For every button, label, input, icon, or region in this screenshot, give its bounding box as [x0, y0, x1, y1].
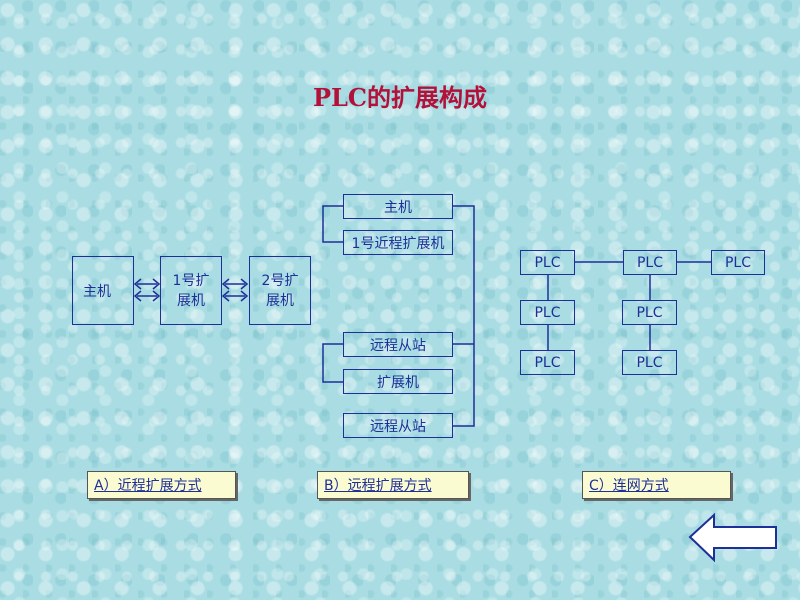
plc-node-5-label: PLC	[636, 304, 663, 321]
ext-unit-b: 扩展机	[343, 369, 453, 394]
caption-link-a-label: A）近程扩展方式	[94, 478, 202, 494]
near-ext-unit-label: 1号近程扩展机	[351, 235, 445, 252]
ext-unit-1-label: 1号扩 展机	[172, 272, 210, 309]
caption-link-c[interactable]: C）连网方式	[582, 471, 731, 499]
main-unit-a: 主机	[72, 256, 134, 325]
double-arrow-a2	[221, 278, 249, 302]
ext-unit-b-label: 扩展机	[377, 374, 419, 391]
plc-node-4-label: PLC	[534, 304, 561, 321]
ext-unit-2: 2号扩 展机	[249, 256, 311, 325]
plc-node-4: PLC	[520, 300, 575, 325]
plc-node-5: PLC	[622, 300, 677, 325]
plc-node-7: PLC	[622, 350, 677, 375]
plc-node-6: PLC	[520, 350, 575, 375]
plc-node-1: PLC	[520, 250, 575, 275]
main-unit-b-label: 主机	[384, 199, 412, 216]
remote-station-1-label: 远程从站	[370, 337, 426, 354]
bracket-remote	[322, 343, 343, 383]
remote-station-2: 远程从站	[343, 413, 453, 438]
caption-link-b-label: B）远程扩展方式	[324, 478, 432, 494]
remote-station-1: 远程从站	[343, 332, 453, 357]
bracket-near	[322, 205, 343, 243]
caption-link-a[interactable]: A）近程扩展方式	[87, 471, 236, 499]
plc-node-1-label: PLC	[534, 254, 561, 271]
plc-node-3-label: PLC	[724, 254, 752, 271]
plc-node-2-label: PLC	[636, 254, 664, 271]
plc-node-3: PLC	[711, 250, 765, 275]
page-title: PLC的扩展构成	[312, 83, 488, 112]
plc-node-6-label: PLC	[534, 354, 561, 371]
caption-link-b[interactable]: B）远程扩展方式	[317, 471, 469, 499]
ext-unit-1: 1号扩 展机	[160, 256, 222, 325]
remote-station-2-label: 远程从站	[370, 418, 426, 435]
plc-node-7-label: PLC	[636, 354, 663, 371]
caption-link-c-label: C）连网方式	[589, 478, 669, 494]
near-ext-unit: 1号近程扩展机	[343, 230, 453, 255]
bracket-right	[453, 205, 475, 427]
ext-unit-2-label: 2号扩 展机	[261, 272, 299, 309]
plc-node-2: PLC	[623, 250, 677, 275]
double-arrow-a1	[133, 278, 161, 302]
left-arrow-icon[interactable]	[688, 513, 780, 563]
main-unit-b: 主机	[343, 194, 453, 219]
main-unit-a-label: 主机	[83, 283, 111, 300]
